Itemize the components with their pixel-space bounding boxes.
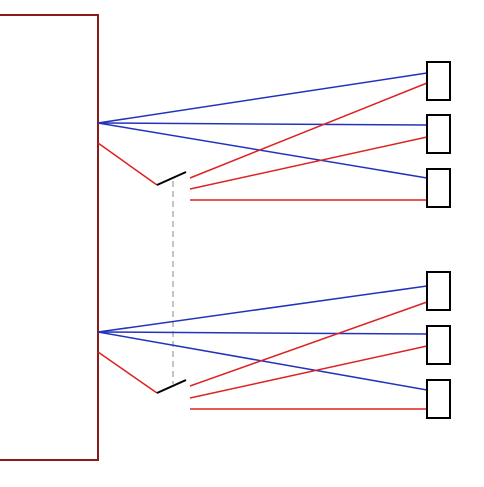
upper-blue-wire-2 [97,122,428,126]
upper-module-1 [426,61,451,101]
lower-red-wire-1 [189,301,428,387]
lower-red-feed [97,351,158,394]
upper-red-wire-2 [189,136,428,190]
upper-red-feed [97,142,158,186]
upper-blue-wire-1 [97,72,428,124]
upper-blue-wire-3 [97,122,428,179]
main-panel [0,14,99,461]
upper-module-2 [426,114,451,154]
lower-blue-wire-2 [97,331,428,335]
lower-blue-wire-1 [97,285,428,333]
lower-module-3 [426,379,451,419]
upper-group [97,61,451,208]
upper-module-3 [426,168,451,208]
lower-module-1 [426,271,451,311]
lower-switch-icon [156,379,187,394]
upper-switch-icon [156,171,187,186]
upper-red-wire-1 [189,82,428,179]
lower-group [97,271,451,419]
lower-red-wire-2 [189,345,428,399]
lower-module-2 [426,325,451,365]
